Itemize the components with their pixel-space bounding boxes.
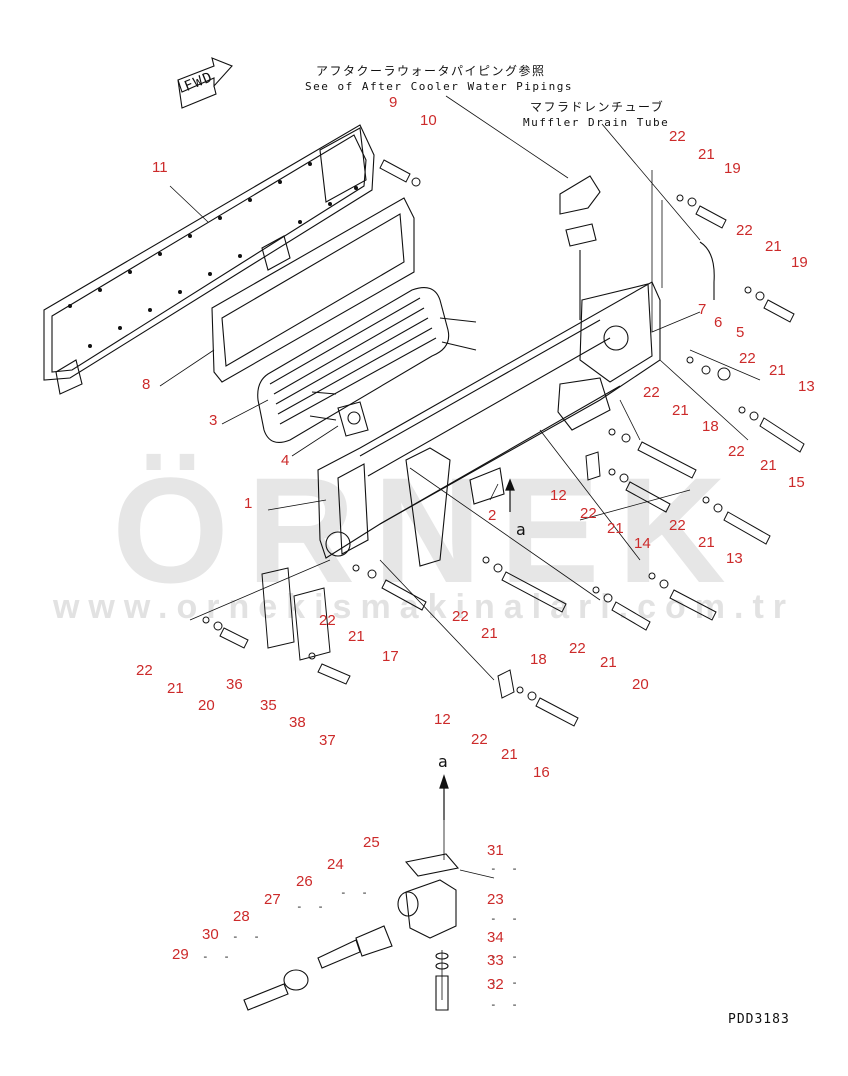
callout: 21 bbox=[672, 402, 689, 419]
callout: 21 bbox=[698, 146, 715, 163]
callout: 18 bbox=[530, 651, 547, 668]
callout: 5 bbox=[736, 324, 745, 341]
callout: 22 bbox=[580, 505, 597, 522]
callout: 12 bbox=[434, 711, 451, 728]
callout: 30 bbox=[202, 926, 219, 943]
callout: 22 bbox=[643, 384, 660, 401]
callout: 22 bbox=[136, 662, 153, 679]
hardware-group bbox=[202, 159, 805, 727]
aftercooler-note-jp: アフタクーラウォータパイピング参照 bbox=[316, 64, 546, 78]
leader-lines bbox=[159, 95, 761, 1000]
watermark-brand: ÖRNEK bbox=[112, 446, 744, 614]
callout: 14 bbox=[634, 535, 651, 552]
dash-mark: - - bbox=[490, 998, 522, 1011]
callout: 36 bbox=[226, 676, 243, 693]
callout: 13 bbox=[798, 378, 815, 395]
callout: 22 bbox=[739, 350, 756, 367]
callout: 21 bbox=[348, 628, 365, 645]
callout: 7 bbox=[698, 301, 707, 318]
dash-mark: - - bbox=[202, 950, 234, 963]
muffler-note-jp: マフラドレンチューブ bbox=[530, 100, 665, 114]
callout: 24 bbox=[327, 856, 344, 873]
callout: 9 bbox=[389, 94, 398, 111]
relief-valve-detail bbox=[243, 853, 460, 1011]
callout: 12 bbox=[550, 487, 567, 504]
callout: 22 bbox=[736, 222, 753, 239]
callout: 18 bbox=[702, 418, 719, 435]
callout: 11 bbox=[152, 159, 168, 176]
callout: 1 bbox=[244, 495, 253, 512]
dash-mark: - - bbox=[296, 900, 328, 913]
cooler-case-8 bbox=[211, 197, 415, 383]
callout: 6 bbox=[714, 314, 723, 331]
dash-mark: - - bbox=[232, 930, 264, 943]
gasket-bolt-holes bbox=[68, 162, 358, 348]
dash-mark: - - bbox=[490, 950, 522, 963]
callout: 20 bbox=[632, 676, 649, 693]
dash-mark: - - bbox=[490, 862, 522, 875]
callout: 21 bbox=[600, 654, 617, 671]
callout: 35 bbox=[260, 697, 277, 714]
callout: 22 bbox=[669, 128, 686, 145]
callout: 34 bbox=[487, 929, 504, 946]
callout: 8 bbox=[142, 376, 151, 393]
callout: 32 bbox=[487, 976, 504, 993]
callout: 21 bbox=[760, 457, 777, 474]
dash-mark: - - bbox=[340, 886, 372, 899]
callout: 25 bbox=[363, 834, 380, 851]
muffler-note-en: Muffler Drain Tube bbox=[523, 116, 670, 129]
callout: 22 bbox=[471, 731, 488, 748]
callout: 31 bbox=[487, 842, 504, 859]
callout: 38 bbox=[289, 714, 306, 731]
detail-view-marker-label: a bbox=[438, 752, 448, 771]
callout: 22 bbox=[569, 640, 586, 657]
muffler-drain-tube bbox=[699, 241, 715, 300]
elbow-gasket bbox=[565, 223, 597, 247]
callout: 22 bbox=[319, 612, 336, 629]
aftercooler-note-en: See of After Cooler Water Pipings bbox=[305, 80, 574, 93]
callout: 4 bbox=[281, 452, 290, 469]
callout: 26 bbox=[296, 873, 313, 890]
callout: 22 bbox=[728, 443, 745, 460]
oil-cooler-element-3 bbox=[257, 287, 477, 443]
callout: 20 bbox=[198, 697, 215, 714]
callout: 37 bbox=[319, 732, 336, 749]
view-arrow-icon bbox=[439, 478, 515, 820]
callout: 21 bbox=[698, 534, 715, 551]
callout: 15 bbox=[788, 474, 805, 491]
callout: 29 bbox=[172, 946, 189, 963]
dash-mark: - - bbox=[490, 912, 522, 925]
callout: 19 bbox=[724, 160, 741, 177]
dash-mark: - - bbox=[490, 976, 522, 989]
drawing-code: PDD3183 bbox=[728, 1012, 790, 1027]
callout: 23 bbox=[487, 891, 504, 908]
callout: 10 bbox=[420, 112, 437, 129]
gasket-4 bbox=[337, 401, 369, 437]
callout: 21 bbox=[769, 362, 786, 379]
callout: 3 bbox=[209, 412, 218, 429]
callout: 19 bbox=[791, 254, 808, 271]
callout: 21 bbox=[607, 520, 624, 537]
callout: 16 bbox=[533, 764, 550, 781]
callout: 22 bbox=[669, 517, 686, 534]
elbow-connector bbox=[559, 175, 601, 215]
fwd-arrow-icon bbox=[177, 57, 233, 109]
callout: 21 bbox=[501, 746, 518, 763]
view-marker-label: a bbox=[516, 520, 526, 539]
callout: 13 bbox=[726, 550, 743, 567]
callout: 28 bbox=[233, 908, 250, 925]
gasket-11 bbox=[43, 124, 375, 395]
callout: 17 bbox=[382, 648, 399, 665]
callout: 21 bbox=[481, 625, 498, 642]
callout: 21 bbox=[765, 238, 782, 255]
callout: 33 bbox=[487, 952, 504, 969]
callout: 22 bbox=[452, 608, 469, 625]
cooler-housing-1 bbox=[317, 281, 661, 567]
watermark-url: www.ornekismakinalari.com.tr bbox=[52, 588, 796, 626]
callout: 2 bbox=[488, 507, 497, 524]
callout: 27 bbox=[264, 891, 281, 908]
callout: 21 bbox=[167, 680, 184, 697]
